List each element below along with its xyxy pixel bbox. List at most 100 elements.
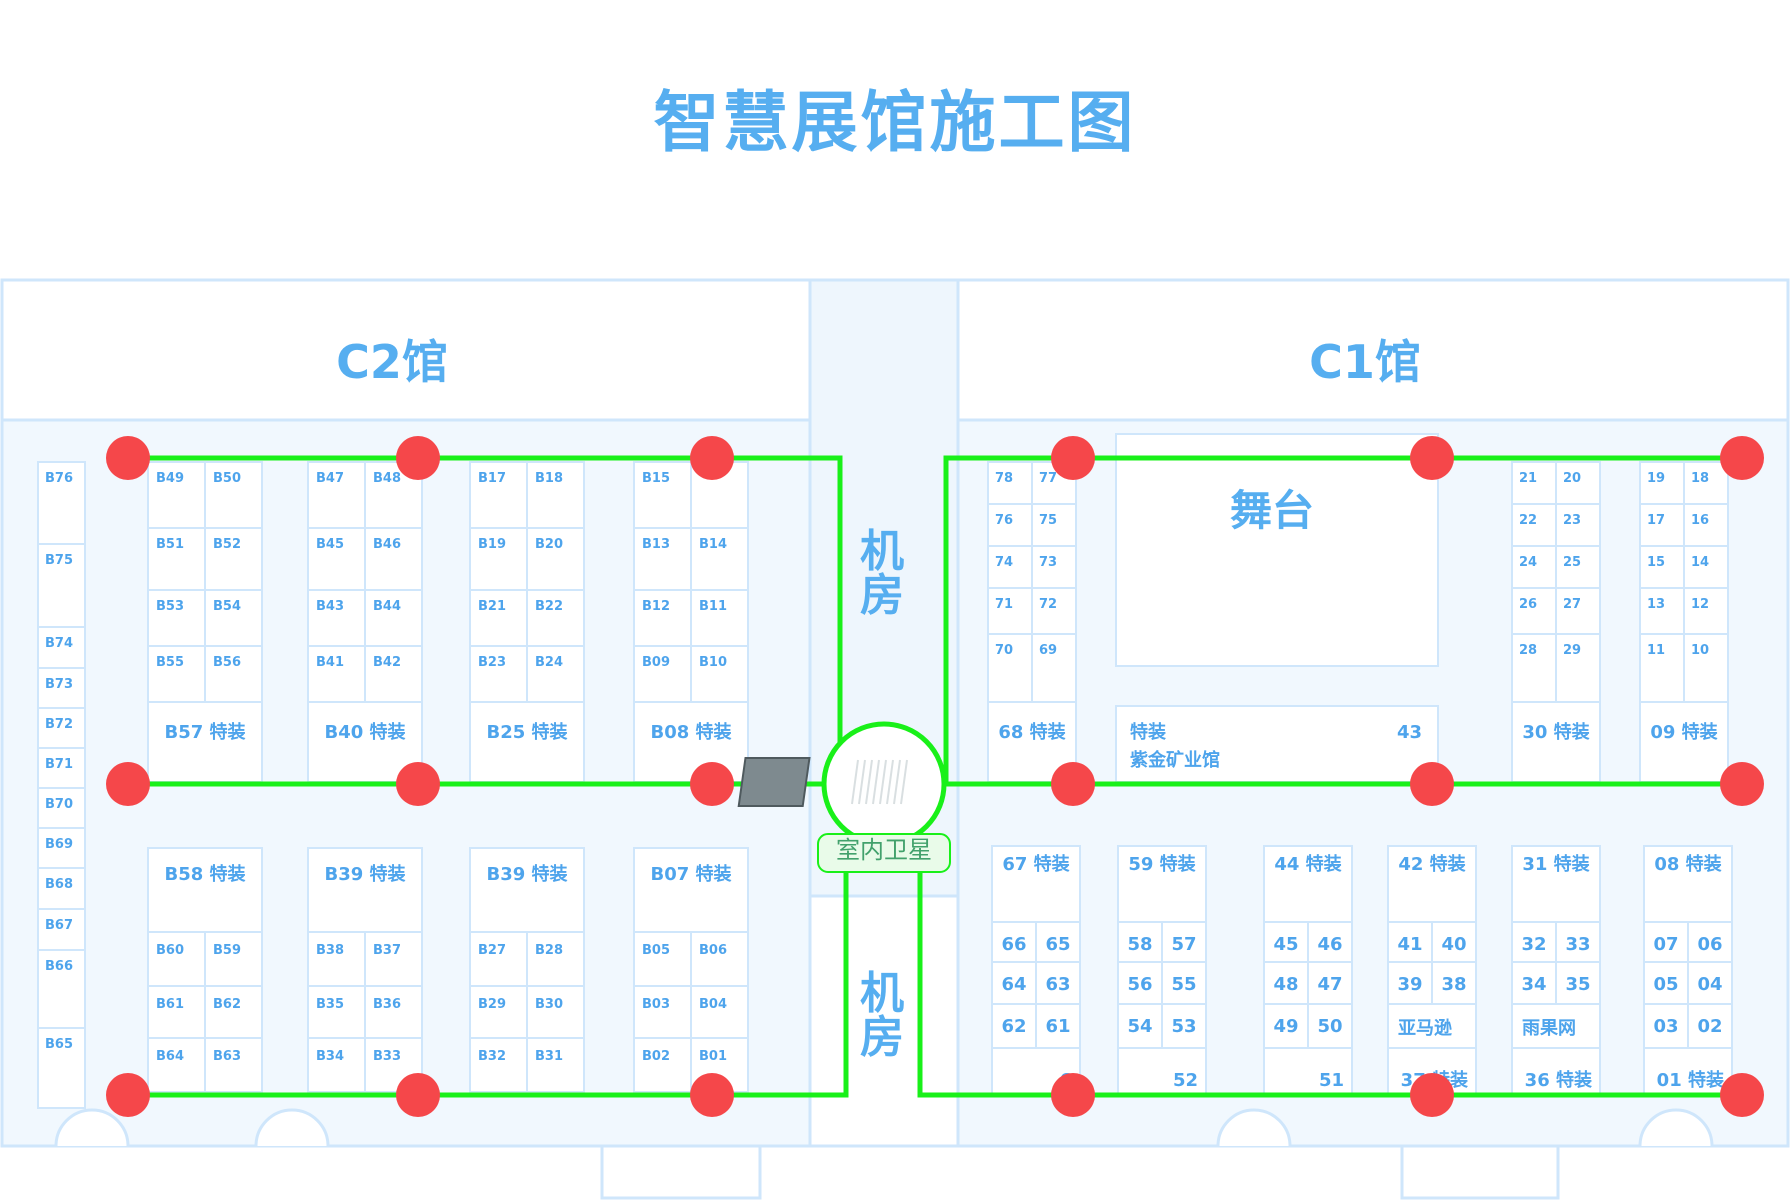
booth-label: 12 (1691, 597, 1709, 612)
booth-cell (1161, 921, 1207, 963)
door-arch (54, 1108, 130, 1147)
booth-cell (526, 985, 585, 1039)
booth-cell (1555, 633, 1601, 703)
booth-number: 04 (1697, 974, 1722, 995)
booth-label: B20 (535, 537, 563, 552)
booth-cell (307, 985, 366, 1039)
booth-label: B03 (642, 997, 670, 1012)
booth-cell (1511, 503, 1557, 547)
booth-cell (364, 931, 423, 987)
booth-number: 05 (1653, 974, 1678, 995)
booth-label: B02 (642, 1049, 670, 1064)
booth-label: 10 (1691, 643, 1709, 658)
booth-cell (37, 707, 86, 749)
booth-label: B52 (213, 537, 241, 552)
booth-label: B44 (373, 599, 401, 614)
booth-cell (147, 645, 206, 703)
booth-label: B71 (45, 757, 73, 772)
entrance-bump (1400, 1144, 1560, 1200)
booth-number: 45 (1273, 934, 1298, 955)
booth-cell (1683, 503, 1729, 547)
booth-label: 25 (1563, 555, 1581, 570)
access-point-node (1051, 762, 1095, 806)
cable-line (128, 455, 843, 784)
booth-label: B23 (478, 655, 506, 670)
booth-label: B33 (373, 1049, 401, 1064)
booth-number: 58 (1127, 934, 1152, 955)
booth-cell (1511, 461, 1557, 505)
booth-number: 02 (1697, 1016, 1722, 1037)
booth-cell (204, 1037, 263, 1093)
booth-cell (307, 645, 366, 703)
booth-label: B27 (478, 943, 506, 958)
booth-number: 64 (1001, 974, 1026, 995)
booth-cell (987, 633, 1033, 703)
booth-number: 41 (1397, 934, 1422, 955)
booth-label: 16 (1691, 513, 1709, 528)
special-booth-label: 67 特装 (1002, 853, 1069, 875)
special-booth-label: B58 特装 (164, 863, 245, 885)
booth-cell (526, 1037, 585, 1093)
booth-label: 17 (1647, 513, 1665, 528)
booth-label: 28 (1519, 643, 1537, 658)
booth-label: B74 (45, 636, 73, 651)
hall-c1-header (956, 278, 1790, 422)
booth-number: 65 (1045, 934, 1070, 955)
booth-cell (1117, 1047, 1207, 1097)
booth-label: 14 (1691, 555, 1709, 570)
special-booth-label: B08 特装 (650, 721, 731, 743)
booth-cell (690, 589, 749, 647)
booth-number: 48 (1273, 974, 1298, 995)
booth-label: B68 (45, 877, 73, 892)
booth-cell (469, 527, 528, 591)
booth-number: 35 (1565, 974, 1590, 995)
booth-label: 11 (1647, 643, 1665, 658)
special-booth-label: 42 特装 (1398, 853, 1465, 875)
booth-cell (690, 527, 749, 591)
access-point-node (1720, 436, 1764, 480)
booth-label: B22 (535, 599, 563, 614)
booth-cell (364, 1037, 423, 1093)
special-booth (633, 701, 749, 783)
booth-cell (633, 931, 692, 987)
lower-machine-room (808, 894, 960, 1148)
booth-cell (526, 931, 585, 987)
hall-c2-header (0, 278, 812, 422)
special-booth-label: B40 特装 (324, 721, 405, 743)
booth-cell (690, 645, 749, 703)
booth-label: B64 (156, 1049, 184, 1064)
cable-line (943, 455, 1742, 784)
booth-label: 29 (1563, 643, 1581, 658)
booth-cell (1639, 587, 1685, 635)
booth-label: 13 (1647, 597, 1665, 612)
booth-label: 21 (1519, 471, 1537, 486)
special-booth-label: B25 特装 (486, 721, 567, 743)
brand-booth-label: 亚马逊 (1398, 1018, 1452, 1039)
special-booth-label: 08 特装 (1654, 853, 1721, 875)
booth-cell (1555, 587, 1601, 635)
booth-label: B75 (45, 553, 73, 568)
booth-cell (1161, 961, 1207, 1005)
booth-number: 53 (1171, 1016, 1196, 1037)
booth-cell (1263, 1047, 1353, 1097)
booth-label: B34 (316, 1049, 344, 1064)
hall-c1-label: C1馆 (1309, 335, 1421, 389)
device-fin (858, 759, 866, 805)
booth-number: 01 特装 (1657, 1069, 1724, 1091)
booth-label: B41 (316, 655, 344, 670)
booth-label: B05 (642, 943, 670, 958)
cable-line (128, 836, 849, 1098)
booth-label: B37 (373, 943, 401, 958)
access-point-node (1410, 436, 1454, 480)
booth-label: B17 (478, 471, 506, 486)
booth-cell (526, 589, 585, 647)
booth-cell (1511, 1047, 1601, 1097)
booth-cell (1555, 921, 1601, 963)
booth-label: B65 (45, 1037, 73, 1052)
special-booth (1639, 701, 1729, 783)
booth-cell (1643, 921, 1689, 963)
booth-label: B76 (45, 471, 73, 486)
booth-cell (1687, 921, 1733, 963)
device-body (737, 757, 811, 807)
access-point-node (690, 762, 734, 806)
